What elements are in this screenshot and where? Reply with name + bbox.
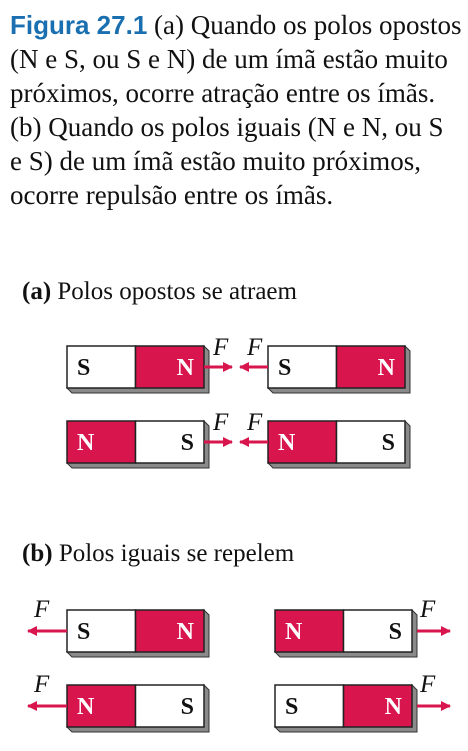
north-label: N xyxy=(77,430,95,456)
force-label: F xyxy=(419,671,436,698)
south-label: S xyxy=(181,430,194,456)
south-pole xyxy=(66,345,137,389)
north-pole xyxy=(66,420,137,464)
figure-label: Figura 27.1 xyxy=(10,10,148,40)
north-pole xyxy=(342,684,413,728)
force-label: F xyxy=(33,671,50,698)
north-label: N xyxy=(385,694,403,720)
force-label: F xyxy=(212,409,229,436)
north-pole xyxy=(134,345,205,389)
north-pole xyxy=(66,684,137,728)
south-label: S xyxy=(278,355,291,381)
north-label: N xyxy=(285,619,303,645)
south-pole xyxy=(134,684,205,728)
north-label: N xyxy=(177,619,195,645)
north-label: N xyxy=(278,430,296,456)
south-pole xyxy=(274,684,345,728)
section-a-title: Polos opostos se atraem xyxy=(57,278,297,305)
south-label: S xyxy=(181,694,194,720)
section-a-heading: (a) Polos opostos se atraem xyxy=(22,278,297,306)
section-b-letter: (b) xyxy=(22,540,53,567)
caption-text: (a) Quando os polos opostos (N e S, ou S… xyxy=(10,10,462,210)
force-label: F xyxy=(246,334,263,361)
south-label: S xyxy=(285,694,298,720)
north-label: N xyxy=(77,694,95,720)
south-pole xyxy=(267,345,338,389)
section-b-title: Polos iguais se repelem xyxy=(58,540,295,567)
south-label: S xyxy=(77,619,90,645)
section-b-heading: (b) Polos iguais se repelem xyxy=(22,540,294,568)
north-pole xyxy=(134,609,205,653)
north-label: N xyxy=(378,355,396,381)
section-a-letter: (a) xyxy=(22,278,52,305)
force-label: F xyxy=(33,596,50,623)
north-pole xyxy=(335,345,406,389)
south-label: S xyxy=(77,355,90,381)
south-pole xyxy=(342,609,413,653)
north-label: N xyxy=(177,355,195,381)
force-label: F xyxy=(419,596,436,623)
south-pole xyxy=(335,420,406,464)
south-label: S xyxy=(389,619,402,645)
force-label: F xyxy=(212,334,229,361)
figure-caption: Figura 27.1 (a) Quando os polos opostos … xyxy=(10,8,462,212)
south-label: S xyxy=(382,430,395,456)
force-label: F xyxy=(246,409,263,436)
